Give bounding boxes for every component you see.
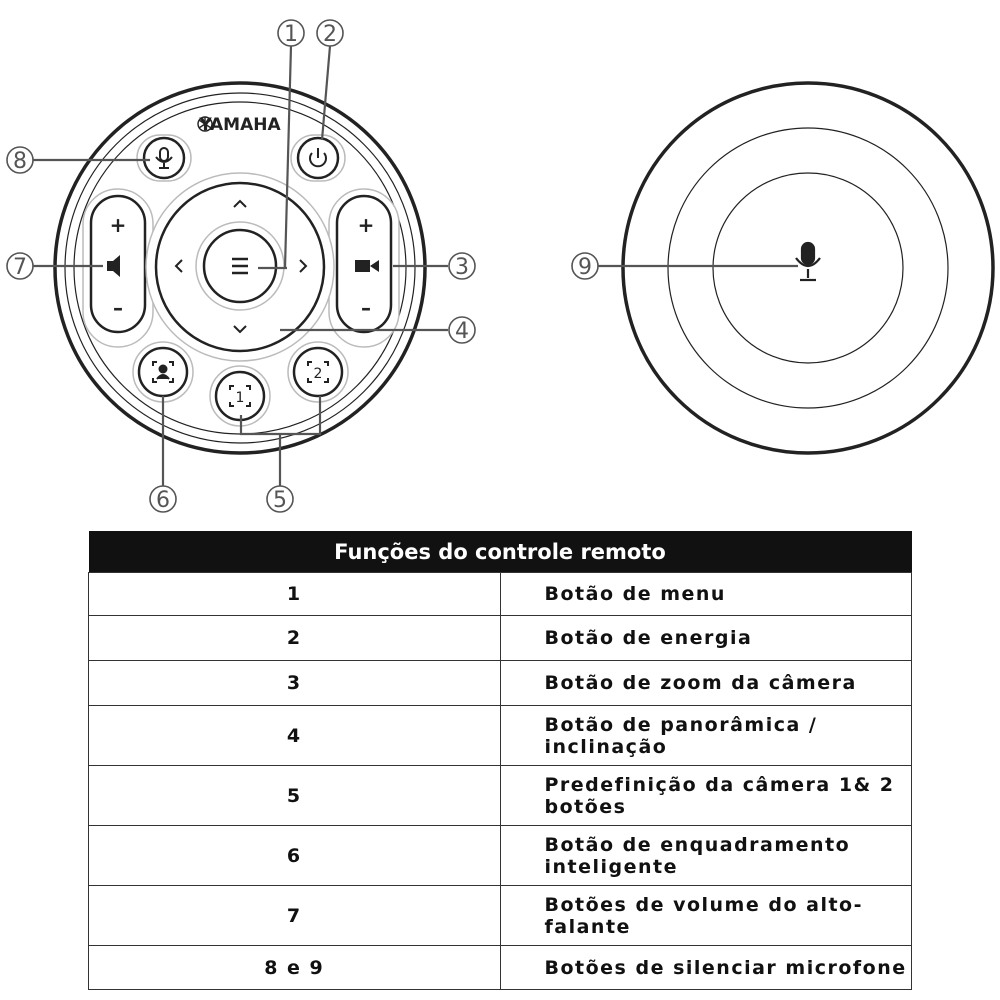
- remote-diagram: YAMAHA + –: [6, 19, 995, 513]
- callout-lines: [30, 45, 798, 486]
- callout-2: 2: [316, 19, 344, 47]
- table-row: 7 Botões de volume do alto-falante: [88, 885, 912, 946]
- callout-7: 7: [6, 252, 34, 280]
- camera-preset-1-button[interactable]: [209, 365, 271, 427]
- table-row: 6 Botão de enquadramento inteligente: [88, 825, 912, 886]
- menu-icon: [232, 257, 248, 275]
- svg-text:7: 7: [13, 255, 27, 280]
- chevron-up-icon[interactable]: [233, 199, 247, 208]
- speaker-icon: [107, 255, 120, 277]
- table-header-row: Funções do controle remoto: [88, 531, 912, 573]
- svg-text:2: 2: [323, 22, 337, 47]
- row-description: Botão de energia: [499, 615, 912, 661]
- callout-1: 1: [277, 19, 305, 47]
- zoom-out-button[interactable]: –: [361, 296, 371, 320]
- functions-table-wrap: Funções do controle remoto 1 Botão de me…: [88, 531, 912, 990]
- mic-mute-button[interactable]: [136, 134, 192, 182]
- row-number: 8 e 9: [88, 945, 501, 990]
- preset-1-label: 1: [236, 390, 245, 406]
- row-number: 6: [88, 825, 501, 886]
- row-description: Botões de silenciar microfone: [499, 945, 912, 990]
- row-description: Botão de panorâmica / inclinação: [499, 705, 912, 766]
- callouts: 1 2 3 4 5 6 7 8: [6, 19, 599, 513]
- preset-2-label: 2: [314, 366, 323, 382]
- power-icon: [309, 148, 327, 168]
- row-description: Botões de volume do alto-falante: [499, 885, 912, 946]
- table-row: 3 Botão de zoom da câmera: [88, 660, 912, 706]
- callout-6: 6: [149, 485, 177, 513]
- microphone-icon: [155, 147, 173, 169]
- svg-text:1: 1: [284, 22, 298, 47]
- table-title: Funções do controle remoto: [88, 531, 912, 573]
- svg-text:8: 8: [13, 149, 27, 174]
- brand-logo: YAMAHA: [198, 115, 281, 135]
- svg-text:6: 6: [156, 488, 170, 513]
- row-number: 2: [88, 615, 501, 661]
- functions-table: Funções do controle remoto 1 Botão de me…: [88, 531, 912, 990]
- unit-mic-mute-button[interactable]: [795, 241, 821, 282]
- brand-emblem-icon: [197, 116, 213, 132]
- row-number: 4: [88, 705, 501, 766]
- row-number: 1: [88, 572, 501, 616]
- table-row: 4 Botão de panorâmica / inclinação: [88, 705, 912, 766]
- chevron-left-icon[interactable]: [174, 259, 183, 273]
- chevron-right-icon[interactable]: [299, 259, 308, 273]
- video-camera-icon: [355, 260, 379, 272]
- table-row: 8 e 9 Botões de silenciar microfone: [88, 945, 912, 990]
- table-row: 5 Predefinição da câmera 1& 2 botões: [88, 765, 912, 826]
- preset-frame-icon: [307, 361, 329, 383]
- camera-preset-2-button[interactable]: [287, 341, 349, 403]
- microphone-icon: [795, 241, 821, 282]
- table-row: 1 Botão de menu: [88, 572, 912, 616]
- speakerphone-unit: [621, 81, 995, 455]
- svg-text:5: 5: [273, 488, 287, 513]
- callout-4: 4: [448, 316, 476, 344]
- preset-frame-icon: [229, 385, 251, 407]
- row-number: 3: [88, 660, 501, 706]
- callout-9: 9: [571, 252, 599, 280]
- svg-text:9: 9: [578, 255, 592, 280]
- callout-8: 8: [6, 146, 34, 174]
- framing-person-icon: [152, 361, 174, 383]
- chevron-down-icon[interactable]: [233, 325, 247, 334]
- row-number: 7: [88, 885, 501, 946]
- volume-up-button[interactable]: +: [110, 213, 127, 237]
- zoom-in-button[interactable]: +: [358, 213, 375, 237]
- volume-down-button[interactable]: –: [113, 296, 123, 320]
- row-description: Botão de menu: [499, 572, 912, 616]
- svg-text:4: 4: [455, 319, 469, 344]
- callout-3: 3: [448, 252, 476, 280]
- power-button[interactable]: [290, 134, 346, 182]
- row-description: Botão de zoom da câmera: [499, 660, 912, 706]
- table-row: 2 Botão de energia: [88, 615, 912, 661]
- row-description: Predefinição da câmera 1& 2 botões: [499, 765, 912, 826]
- row-number: 5: [88, 765, 501, 826]
- row-description: Botão de enquadramento inteligente: [499, 825, 912, 886]
- callout-5: 5: [266, 485, 294, 513]
- svg-text:3: 3: [455, 255, 469, 280]
